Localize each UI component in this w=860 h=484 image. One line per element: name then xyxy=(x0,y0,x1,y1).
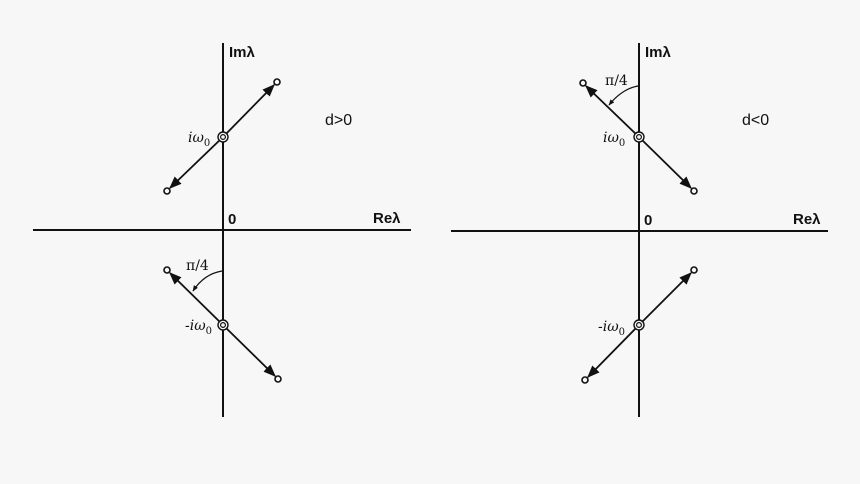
arrow-up-right-icon xyxy=(222,84,275,138)
endpoint-marker xyxy=(273,78,281,86)
endpoint-marker xyxy=(690,187,698,195)
upper-eigenvalue-trajectory xyxy=(579,79,698,195)
arrow-up-left-icon xyxy=(169,272,224,326)
eigenvalue-marker-inner xyxy=(635,322,642,329)
arrow-down-left-icon xyxy=(587,324,640,378)
eigenvalue-marker-inner xyxy=(635,134,642,141)
origin-label: 0 xyxy=(644,212,652,229)
eigenvalue-marker-inner xyxy=(220,134,227,141)
real-axis-label: Reλ xyxy=(793,211,821,228)
endpoint-marker xyxy=(163,266,171,274)
eigenvalue-label-lower: -iω0 xyxy=(598,319,625,338)
angle-label: π/4 xyxy=(186,258,209,274)
real-axis-label: Reλ xyxy=(373,210,401,227)
imag-axis-label: Imλ xyxy=(645,44,672,61)
arrow-down-right-icon xyxy=(222,324,276,377)
arrow-up-left-icon xyxy=(585,85,640,138)
angle-arc-icon xyxy=(608,85,639,106)
arrow-up-right-icon xyxy=(638,272,692,326)
imag-axis-label: Imλ xyxy=(229,44,256,61)
eigenvalue-label-upper: iω0 xyxy=(188,130,210,149)
endpoint-marker xyxy=(690,266,698,274)
endpoint-marker xyxy=(581,376,589,384)
eigenvalue-marker-inner xyxy=(220,322,227,329)
panel-left: Imλ Reλ 0 d>0 iω0 π/4 -iω0 xyxy=(33,43,411,417)
condition-label: d>0 xyxy=(325,112,352,129)
eigenvalue-marker xyxy=(217,131,229,143)
eigenvalue-marker xyxy=(633,131,645,143)
panel-right: Imλ Reλ 0 d<0 π/4 iω0 -iω0 xyxy=(451,43,828,417)
lower-eigenvalue-trajectory xyxy=(581,266,698,384)
arrow-down-right-icon xyxy=(638,136,692,189)
lower-eigenvalue-trajectory xyxy=(163,266,282,383)
upper-eigenvalue-trajectory xyxy=(163,78,281,195)
eigenvalue-label-upper: iω0 xyxy=(603,130,625,149)
condition-label: d<0 xyxy=(742,112,769,129)
eigenvalue-marker xyxy=(217,319,229,331)
arrow-down-left-icon xyxy=(169,136,224,189)
endpoint-marker xyxy=(579,79,587,87)
angle-arc-icon xyxy=(192,270,223,292)
eigenvalue-marker xyxy=(633,319,645,331)
origin-label: 0 xyxy=(228,211,236,228)
endpoint-marker xyxy=(274,375,282,383)
angle-label: π/4 xyxy=(605,73,628,89)
eigenvalue-label-lower: -iω0 xyxy=(185,318,212,337)
endpoint-marker xyxy=(163,187,171,195)
